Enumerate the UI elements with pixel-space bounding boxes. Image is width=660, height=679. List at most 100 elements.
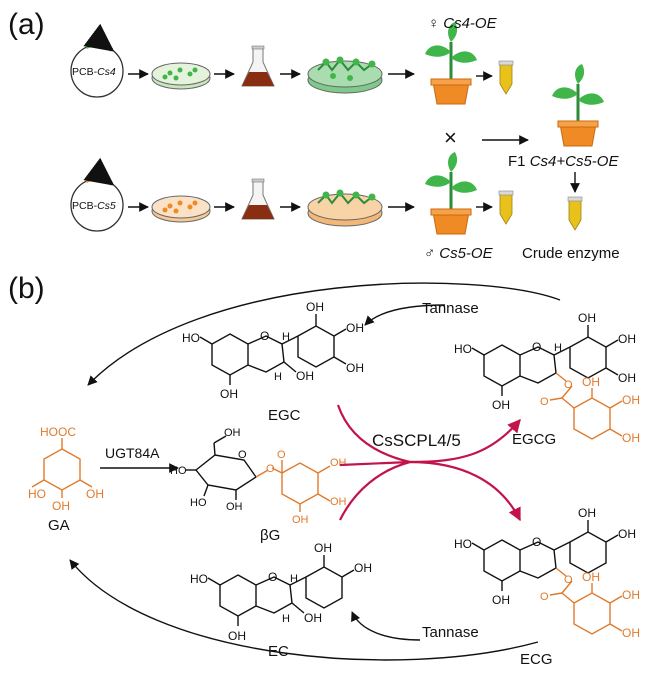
svg-text:OH: OH [86,487,104,501]
svg-text:OH: OH [622,393,640,407]
svg-text:OH: OH [226,501,243,513]
svg-text:OH: OH [304,611,322,625]
arrow-tannase-ec [351,611,421,641]
tannase-top: Tannase [422,300,479,317]
female-label: ♀Cs4-OE [428,15,498,32]
svg-text:OH: OH [622,431,640,445]
svg-text:HO: HO [454,342,472,356]
crude-enzyme-label: Crude enzyme [522,245,620,262]
plasmid-cs5-gene: Cs5 [97,200,116,212]
svg-text:HO: HO [454,537,472,551]
svg-text:O: O [266,463,275,475]
svg-text:O: O [532,535,541,549]
svg-text:OH: OH [306,300,324,314]
culture-flask-top [241,45,275,87]
svg-text:O: O [540,591,549,603]
svg-text:OH: OH [228,629,246,643]
ga-structure: HOOC HO OH OH [28,425,104,513]
tube-crude [567,196,583,231]
ec-structure: HO OH O H H OH OH OH [190,541,372,643]
plant-f1 [550,62,606,148]
svg-text:H: H [290,573,298,585]
beta-g-structure: OH HO HO OH O O O OH OH OH [170,427,347,526]
svg-text:OH: OH [220,387,238,401]
egcg-label: EGCG [512,431,556,448]
plasmid-cs4: PCB-Cs4 [70,23,124,98]
svg-text:O: O [564,574,573,586]
culture-flask-bottom [241,178,275,220]
tube-cs5 [498,190,514,225]
svg-text:OH: OH [346,321,364,335]
ec-label: EC [268,643,289,660]
plasmid-cs5-prefix: PCB- [72,200,98,212]
ga-label: GA [48,517,70,534]
svg-text:HO: HO [182,331,200,345]
svg-text:HO: HO [28,487,46,501]
svg-text:OH: OH [492,398,510,412]
svg-text:H: H [554,342,562,354]
bg-label: βG [260,527,280,544]
svg-text:O: O [532,340,541,354]
svg-text:OH: OH [618,527,636,541]
plant-cs4-oe [423,20,479,106]
svg-text:OH: OH [354,561,372,575]
svg-text:OH: OH [292,514,309,526]
svg-text:OH: OH [224,427,241,439]
svg-text:H: H [282,331,290,343]
enzyme-label: CsSCPL4/5 [372,431,461,450]
svg-text:OH: OH [582,375,600,389]
egc-structure: HO OH O H H OH OH OH OH [182,300,364,401]
plant-cs5-oe [423,150,479,236]
plasmid-cs4-prefix: PCB- [72,66,98,78]
svg-text:HO: HO [190,497,207,509]
svg-text:OH: OH [314,541,332,555]
male-label: ♂Cs5-OE [424,245,494,262]
svg-text:O: O [277,449,286,461]
svg-text:O: O [564,379,573,391]
tube-cs4 [498,60,514,95]
egc-label: EGC [268,407,301,424]
svg-text:OH: OH [330,457,347,469]
svg-text:O: O [260,329,269,343]
svg-text:PCB-Cs4: PCB-Cs4 [72,66,116,78]
f1-label: F1 Cs4+Cs5-OE [508,153,619,170]
svg-text:OH: OH [52,499,70,513]
red-arrow-egc-in [336,404,411,464]
svg-text:OH: OH [296,369,314,383]
cross-symbol: × [444,125,457,150]
arrow-tannase-egc [364,304,446,326]
red-arrow-to-ecg [409,460,521,522]
svg-text:PCB-Cs5: PCB-Cs5 [72,200,116,212]
svg-text:H: H [282,613,290,625]
svg-text:O: O [238,449,247,461]
svg-text:OH: OH [618,332,636,346]
svg-text:OH: OH [330,496,347,508]
infiltration-dish-orange [307,189,383,227]
ecg-structure: HO OH O OH OH O O OH OH OH [454,506,640,640]
svg-text:OH: OH [492,593,510,607]
arrow-ecg-tannase-ga-bottom [69,559,539,661]
plasmid-cs4-gene: Cs4 [97,66,116,78]
svg-text:OH: OH [622,588,640,602]
arrow-ecg-tannase-ga-top [87,282,561,386]
panel-b-label: (b) [8,272,45,305]
svg-text:OH: OH [346,361,364,375]
svg-text:OH: OH [618,371,636,385]
svg-text:OH: OH [578,311,596,325]
plasmid-cs5: PCB-Cs5 [70,157,124,232]
svg-text:OH: OH [622,626,640,640]
svg-text:OH: OH [582,570,600,584]
svg-text:OH: OH [578,506,596,520]
svg-text:HOOC: HOOC [40,425,76,439]
svg-text:H: H [274,371,282,383]
petri-dish-orange [151,195,211,223]
tannase-bottom: Tannase [422,624,479,641]
svg-text:HO: HO [170,465,187,477]
infiltration-dish-green [307,56,383,94]
ugt84a-label: UGT84A [105,445,160,461]
red-arrow-bg-in [339,460,411,467]
egcg-structure: HO OH O H OH OH OH O O OH OH OH [454,311,640,445]
svg-text:HO: HO [190,572,208,586]
panel-a-label: (a) [8,8,45,41]
